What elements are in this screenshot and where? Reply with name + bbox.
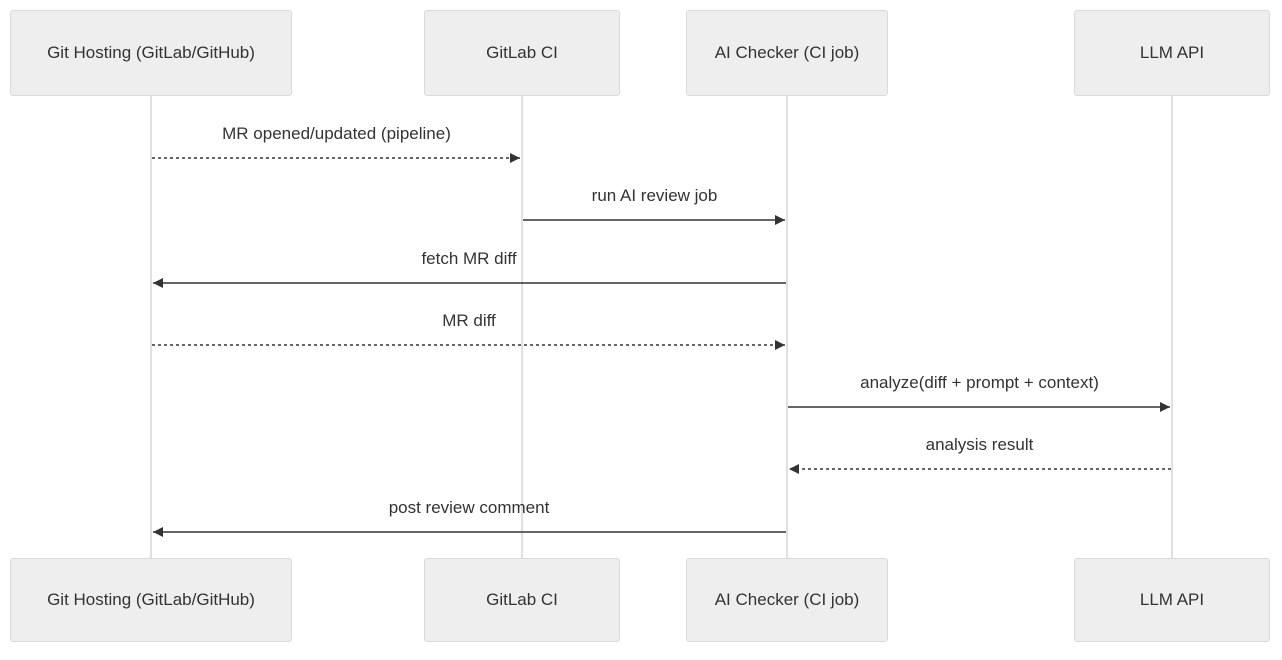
actor-box-ci-bottom: GitLab CI [424,558,620,642]
message-label-7: post review comment [388,498,550,517]
message-label-4: MR diff [442,311,496,330]
actor-box-git-bottom: Git Hosting (GitLab/GitHub) [10,558,292,642]
message-label-3: fetch MR diff [421,249,517,268]
actor-box-llm-top: LLM API [1074,10,1270,96]
message-label-6: analysis result [925,435,1034,454]
actor-box-checker-bottom: AI Checker (CI job) [686,558,888,642]
actor-box-checker-top: AI Checker (CI job) [686,10,888,96]
message-label-1: MR opened/updated (pipeline) [222,124,451,143]
actor-box-ci-top: GitLab CI [424,10,620,96]
message-label-2: run AI review job [591,186,718,205]
actor-box-git-top: Git Hosting (GitLab/GitHub) [10,10,292,96]
actor-box-llm-bottom: LLM API [1074,558,1270,642]
message-label-5: analyze(diff + prompt + context) [860,373,1099,392]
